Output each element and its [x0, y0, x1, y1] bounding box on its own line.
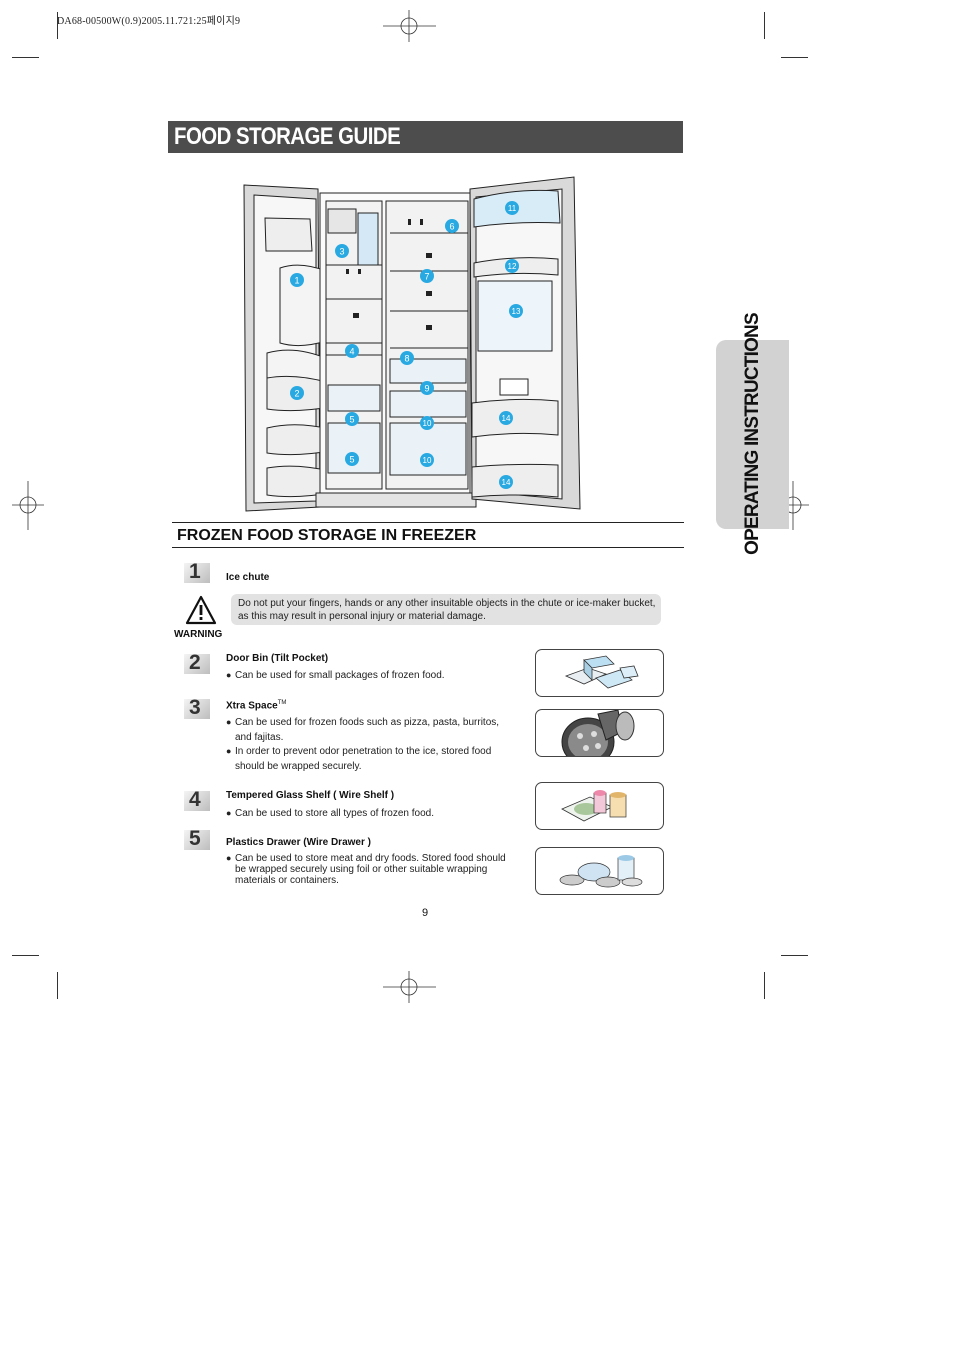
section-title: FROZEN FOOD STORAGE IN FREEZER — [177, 527, 477, 544]
item-title-door-bin: Door Bin (Tilt Pocket) — [226, 653, 329, 664]
callout-label: 12 — [508, 262, 517, 271]
side-tab: OPERATING INSTRUCTIONS — [716, 313, 789, 555]
callout-label: 11 — [508, 204, 517, 213]
item-title-glass-shelf: Tempered Glass Shelf ( Wire Shelf ) — [226, 790, 395, 801]
bullet-item: ●Can be used to store all types of froze… — [226, 808, 435, 819]
callout-label: 5 — [349, 455, 354, 465]
title-bar: FOOD STORAGE GUIDE — [168, 121, 683, 153]
callout-label: 8 — [404, 354, 409, 364]
warning-box: Do not put your fingers, hands or any ot… — [231, 594, 661, 625]
item-number-badge: 3 — [184, 696, 212, 721]
bullet-item: ●In order to prevent odor penetration to… — [226, 746, 492, 772]
page-number: 9 — [422, 907, 429, 919]
callout-label: 10 — [423, 456, 432, 465]
item-number-badge: 2 — [184, 651, 212, 676]
side-tab-label: OPERATING INSTRUCTIONS — [742, 313, 763, 555]
callout-label: 4 — [349, 347, 354, 357]
callout-label: 13 — [512, 307, 521, 316]
section-rule-top — [172, 522, 684, 523]
warning-triangle-icon — [185, 595, 217, 625]
item-title-xtra-space: Xtra SpaceTM — [226, 700, 287, 712]
printer-note: DA68-00500W(0.9)2005.11.721:25페이지9 — [57, 16, 241, 27]
pizza-illustration — [535, 709, 664, 757]
item-number-badge: 4 — [184, 788, 212, 813]
callout-label: 14 — [502, 414, 511, 423]
bullet-item: ●Can be used for small packages of froze… — [226, 670, 445, 681]
refrigerator-illustration: 1 2 3 4 5 5 6 7 8 9 10 10 11 12 13 14 14 — [243, 176, 581, 512]
frozen-food-illustration — [535, 782, 664, 830]
item-title-plastics-drawer: Plastics Drawer (Wire Drawer ) — [226, 837, 371, 848]
warning-text: Do not put your fingers, hands or any ot… — [238, 598, 656, 622]
warning-label: WARNING — [174, 629, 223, 640]
item-number-badge: 5 — [184, 827, 212, 852]
section-rule-bottom — [172, 547, 684, 548]
callout-label: 2 — [294, 389, 299, 399]
diagram-callouts: 1 2 3 4 5 5 6 7 8 9 10 10 11 12 13 14 14 — [290, 201, 523, 489]
bullet-item: ●Can be used to store meat and dry foods… — [226, 853, 506, 886]
callout-label: 7 — [424, 272, 429, 282]
callout-label: 1 — [294, 276, 299, 286]
callout-label: 10 — [423, 419, 432, 428]
bullet-item: ●Can be used for frozen foods such as pi… — [226, 717, 500, 743]
callout-label: 6 — [449, 222, 454, 232]
callout-label: 3 — [339, 247, 344, 257]
page-title: FOOD STORAGE GUIDE — [174, 123, 401, 150]
frozen-packages-illustration — [535, 649, 664, 697]
item-number-badge: 1 — [184, 560, 212, 585]
callout-label: 5 — [349, 415, 354, 425]
item-title-ice-chute: Ice chute — [226, 572, 270, 583]
callout-label: 9 — [424, 384, 429, 394]
callout-label: 14 — [502, 478, 511, 487]
meat-storage-illustration — [535, 847, 664, 895]
